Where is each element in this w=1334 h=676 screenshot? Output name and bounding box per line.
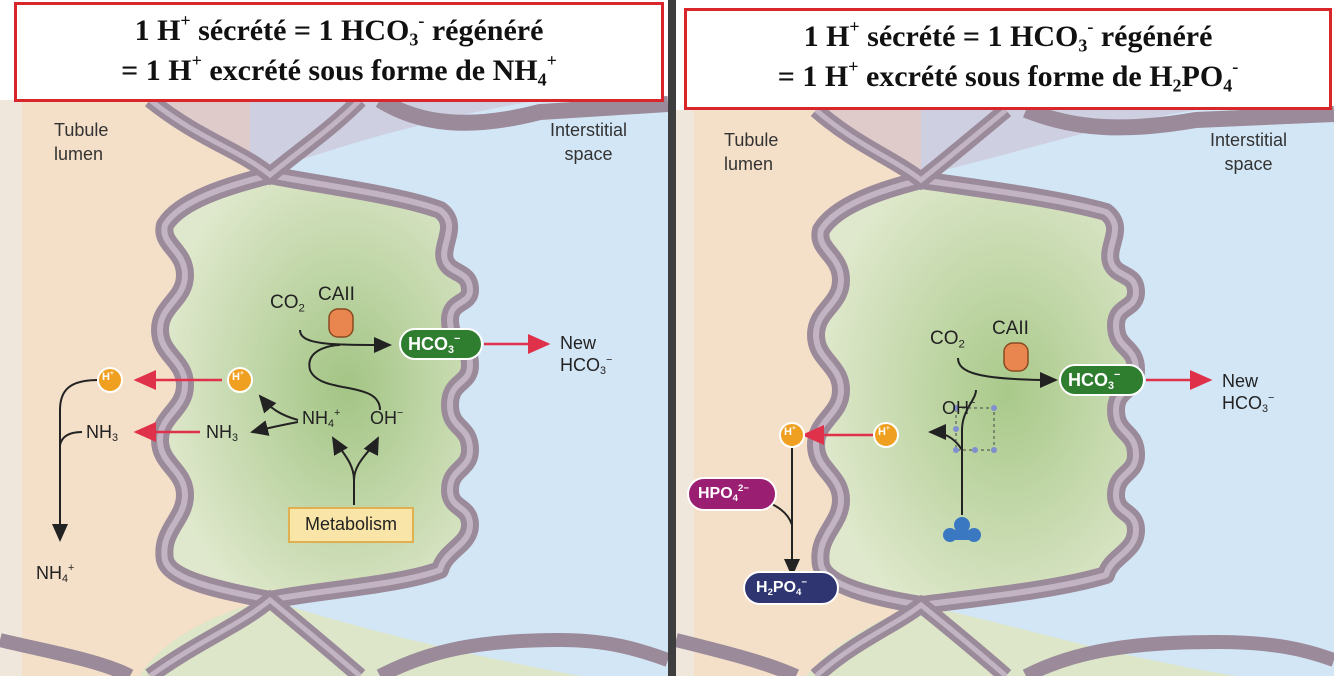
oh-label: OH− [942, 398, 975, 419]
carbonic-anhydrase-icon [1004, 343, 1028, 371]
caii-label: CAII [992, 318, 1029, 340]
co2-label: CO2 [930, 328, 965, 350]
title-phosphate-line2: = 1 H+ excrété sous forme de H2PO4- [687, 57, 1329, 97]
panel-ammonium: 1 H+ sécrété = 1 HCO3- régénéré = 1 H+ e… [0, 0, 668, 676]
title-ammonium-line2: = 1 H+ excrété sous forme de NH4+ [17, 51, 661, 91]
nh3-cell-label: NH3 [206, 422, 238, 443]
title-ammonium-line1: 1 H+ sécrété = 1 HCO3- régénéré [17, 11, 661, 51]
h2po4-label: H2PO4− [756, 575, 807, 601]
panel-phosphate: 1 H+ sécrété = 1 HCO3- régénéré = 1 H+ e… [676, 0, 1334, 676]
h-ion-cell-label: H+ [232, 371, 244, 383]
carbonic-anhydrase-icon [329, 309, 353, 337]
title-phosphate-line1: 1 H+ sécrété = 1 HCO3- régénéré [687, 17, 1329, 57]
nh4-cell-label: NH4+ [302, 408, 340, 429]
oh-label: OH− [370, 408, 403, 429]
h-ion-lumen-label: H+ [102, 371, 114, 383]
hco3-label: HCO3− [1068, 366, 1120, 394]
panel-divider [668, 0, 676, 676]
h-ion-lumen-label: H+ [784, 426, 796, 438]
nh4-lumen-label: NH4+ [36, 563, 74, 584]
title-phosphate: 1 H+ sécrété = 1 HCO3- régénéré = 1 H+ e… [684, 8, 1332, 110]
title-ammonium: 1 H+ sécrété = 1 HCO3- régénéré = 1 H+ e… [14, 2, 664, 102]
hco3-label: HCO3− [408, 330, 460, 358]
caii-label: CAII [318, 284, 355, 306]
h-ion-cell-label: H+ [878, 426, 890, 438]
metabolism-label: Metabolism [289, 514, 413, 535]
nh3-lumen-label: NH3 [86, 422, 118, 443]
hpo4-label: HPO42− [698, 481, 749, 507]
co2-label: CO2 [270, 292, 305, 314]
